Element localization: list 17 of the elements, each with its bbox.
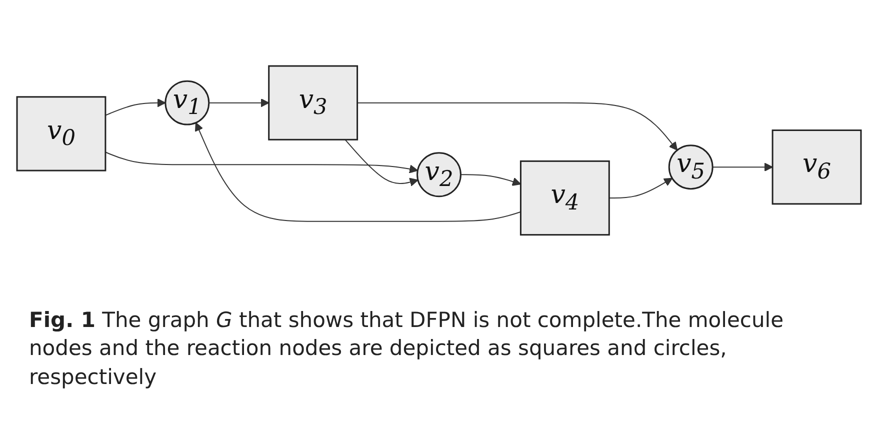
arrow	[460, 174, 522, 186]
arrow	[208, 98, 270, 107]
arrow	[104, 98, 166, 116]
node-box: v$_{6}$	[772, 129, 862, 204]
figure-caption: Fig. 1 The graph G that shows that DFPN is not complete.The molecule nodes and the reaction nodes are depicted as squares and circles, respectively	[29, 307, 785, 391]
arrow	[194, 122, 522, 222]
arrow	[104, 151, 418, 173]
arrow	[608, 177, 673, 198]
node-circle: v$_{2}$	[416, 152, 462, 197]
arrow	[356, 102, 678, 150]
node-box: v$_{3}$	[268, 64, 358, 140]
node-box: v$_{4}$	[520, 160, 610, 236]
node-circle: v$_{5}$	[668, 144, 714, 190]
node-circle: v$_{1}$	[164, 80, 210, 125]
arrow	[344, 138, 418, 186]
arrow	[712, 162, 773, 172]
node-box: v$_{0}$	[16, 96, 106, 171]
